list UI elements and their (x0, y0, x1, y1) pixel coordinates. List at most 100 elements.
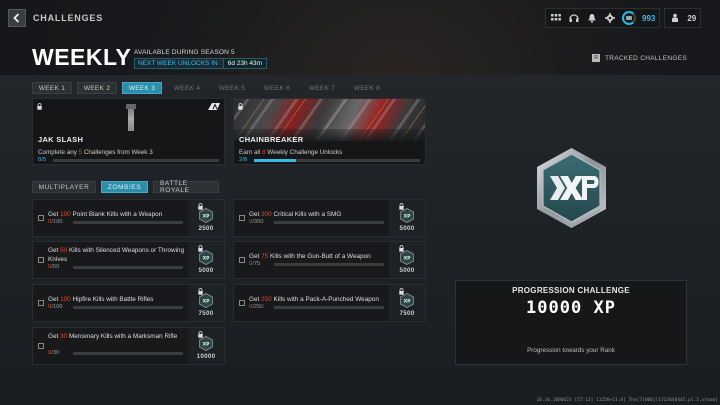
challenge-progress-bar (73, 306, 183, 309)
challenge-progress: 0/100 (48, 304, 63, 310)
reward-name: JAK SLASH (38, 135, 84, 144)
challenge-xp: 10000 (196, 353, 216, 360)
tab-week-4[interactable]: WEEK 4 (173, 84, 201, 92)
tab-week-2[interactable]: WEEK 2 (77, 82, 117, 94)
top-bar: CHALLENGES 993 29 (0, 0, 720, 36)
track-checkbox[interactable] (239, 257, 245, 263)
friends-icon[interactable] (669, 12, 681, 24)
challenge-card[interactable]: Get 100 Hipfire Kills with Battle Rifles… (32, 284, 225, 322)
challenge-description: Get 100 Point Blank Kills with a Weapon (48, 211, 163, 218)
lock-icon (238, 103, 243, 110)
unlock-label: NEXT WEEK UNLOCKS IN (138, 60, 218, 67)
challenge-progress: 0/75 (249, 261, 261, 267)
challenge-card[interactable]: Get 250 Kills with a Pack-A-Punched Weap… (233, 284, 426, 322)
challenge-progress: 0/30 (48, 350, 60, 356)
challenge-card[interactable]: Get 50 Kills with Silenced Weapons or Th… (32, 241, 225, 279)
svg-text:XP: XP (203, 213, 210, 219)
challenge-progress-bar (274, 221, 384, 224)
challenge-xp: 5000 (399, 267, 415, 274)
tab-week-7[interactable]: WEEK 7 (308, 84, 336, 92)
reward-progress-bar (254, 159, 420, 162)
challenge-progress: 0/300 (249, 219, 264, 225)
level-value: 993 (642, 13, 656, 23)
lock-icon (37, 103, 42, 110)
challenge-reward: XP 7500 (188, 285, 224, 321)
reward-card-jak-slash[interactable]: JAK SLASH Complete any 5 Challenges from… (32, 98, 225, 165)
reward-description: Earn all 8 Weekly Challenge Unlocks (239, 149, 343, 156)
challenge-card[interactable]: Get 75 Kills with the Gun-Butt of a Weap… (233, 241, 426, 279)
lock-icon (399, 245, 404, 252)
challenge-description: Get 250 Kills with a Pack-A-Punched Weap… (249, 296, 379, 303)
reward-card-chainbreaker[interactable]: CHAINBREAKER Earn all 8 Weekly Challenge… (233, 98, 426, 165)
track-checkbox[interactable] (38, 300, 44, 306)
svg-text:XP: XP (404, 298, 411, 304)
challenge-progress: 0/50 (48, 264, 60, 270)
lock-icon (399, 288, 404, 295)
gear-icon[interactable] (604, 12, 616, 24)
mode-tabs: MULTIPLAYER ZOMBIES BATTLE ROYALE (32, 180, 219, 194)
track-checkbox[interactable] (38, 343, 44, 349)
hud-group-menus: 993 (545, 8, 661, 28)
challenge-description: Get 50 Kills with Silenced Weapons or Th… (48, 247, 185, 263)
unlock-time: 6d 23h 43m (222, 59, 267, 68)
challenge-progress-bar (73, 352, 183, 355)
challenge-card[interactable]: Get 30 Mercenary Kills with a Marksman R… (32, 327, 225, 365)
tracked-challenges-label: TRACKED CHALLENGES (605, 54, 687, 62)
tab-week-3[interactable]: WEEK 3 (122, 82, 162, 94)
xp-badge-icon: XP (199, 208, 213, 223)
challenge-reward: XP 2500 (188, 200, 224, 236)
tracked-challenges-button[interactable]: R TRACKED CHALLENGES (592, 54, 687, 62)
level-progress-ring[interactable] (622, 11, 636, 25)
headset-icon[interactable] (568, 12, 580, 24)
tab-week-1[interactable]: WEEK 1 (32, 82, 72, 94)
svg-text:XP: XP (404, 255, 411, 261)
track-checkbox[interactable] (38, 257, 44, 263)
track-checkbox[interactable] (239, 300, 245, 306)
rank-icon (626, 16, 632, 20)
track-checkbox[interactable] (38, 215, 44, 221)
challenge-xp: 2500 (198, 225, 214, 232)
challenge-progress-bar (274, 263, 384, 266)
lock-icon (198, 245, 203, 252)
page-title: WEEKLY (32, 44, 132, 70)
reward-progress-text: 2/8 (239, 157, 248, 163)
xp-token-icon (537, 148, 606, 228)
challenge-xp: 5000 (399, 225, 415, 232)
svg-text:XP: XP (203, 255, 210, 261)
xp-badge-icon: XP (199, 293, 213, 308)
challenge-card[interactable]: Get 100 Point Blank Kills with a Weapon … (32, 199, 225, 237)
availability-text: AVAILABLE DURING SEASON 5 (134, 49, 235, 56)
grid-menu-icon[interactable] (550, 12, 562, 24)
xp-badge-icon: XP (199, 250, 213, 265)
tab-week-6[interactable]: WEEK 6 (263, 84, 291, 92)
operator-icon (208, 103, 220, 110)
back-button[interactable] (8, 9, 26, 27)
lock-icon (198, 288, 203, 295)
week-tabs: WEEK 1 WEEK 2 WEEK 3 WEEK 4 WEEK 5 WEEK … (32, 82, 387, 94)
reward-progress-bar (53, 159, 219, 162)
challenge-progress-bar (73, 266, 183, 269)
challenge-progress-bar (274, 306, 384, 309)
challenge-progress-bar (73, 221, 183, 224)
lock-icon (198, 331, 203, 338)
progression-value: 10000 XP (526, 298, 616, 318)
tab-week-8[interactable]: WEEK 8 (353, 84, 381, 92)
tab-multiplayer[interactable]: MULTIPLAYER (32, 181, 96, 193)
challenge-reward: XP 5000 (188, 242, 224, 278)
tab-battle-royale[interactable]: BATTLE ROYALE (153, 180, 219, 194)
challenge-card[interactable]: Get 300 Critical Kills with a SMG 0/300 … (233, 199, 426, 237)
track-checkbox[interactable] (239, 215, 245, 221)
breadcrumb: CHALLENGES (33, 13, 104, 23)
key-hint: R (592, 54, 600, 62)
reward-progress-text: 0/5 (38, 157, 47, 163)
reward-name: CHAINBREAKER (239, 135, 304, 144)
bell-icon[interactable] (586, 12, 598, 24)
challenge-xp: 7500 (399, 310, 415, 317)
tab-zombies[interactable]: ZOMBIES (101, 181, 148, 193)
challenge-progress: 0/250 (249, 304, 264, 310)
progression-heading: PROGRESSION CHALLENGE (512, 286, 630, 295)
svg-text:XP: XP (404, 213, 411, 219)
xp-badge-icon: XP (400, 250, 414, 265)
challenge-description: Get 300 Critical Kills with a SMG (249, 211, 342, 218)
tab-week-5[interactable]: WEEK 5 (218, 84, 246, 92)
